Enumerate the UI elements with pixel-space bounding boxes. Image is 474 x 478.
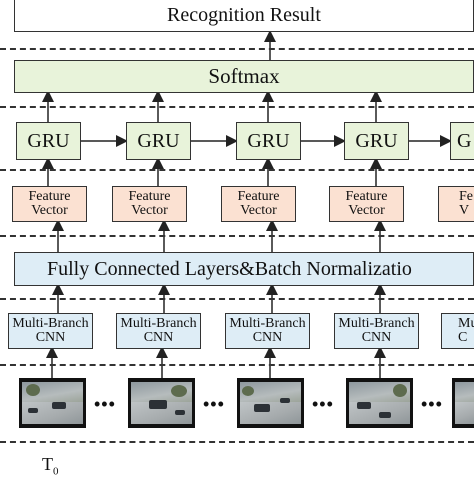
cnn-line-2: CNN: [252, 330, 283, 345]
feature-line-1: Feature: [28, 189, 71, 204]
separator-2: [0, 106, 474, 108]
video-frame-1: [19, 378, 86, 428]
gru-label: GRU: [355, 129, 398, 152]
cnn-line-1: Multi-Branch: [12, 316, 89, 331]
softmax-box: Softmax: [14, 60, 474, 93]
gru-box-4: GRU: [344, 122, 409, 160]
cnn-box-3: Multi-Branch CNN: [225, 313, 310, 349]
feature-line-2: Vector: [31, 203, 68, 218]
gru-box-2: GRU: [126, 122, 191, 160]
recognition-result-label: Recognition Result: [167, 4, 321, 26]
fully-connected-label: Fully Connected Layers&Batch Normalizati…: [47, 257, 412, 280]
separator-7: [0, 441, 474, 443]
ellipsis-3: •••: [312, 394, 334, 414]
feature-line-1: Feature: [345, 189, 388, 204]
separator-5: [0, 298, 474, 300]
cnn-line-1: Mul: [458, 316, 474, 331]
feature-line-1: Feature: [128, 189, 171, 204]
video-frame-3: [237, 378, 304, 428]
cnn-line-2: CNN: [143, 330, 174, 345]
gru-label: GRU: [27, 129, 70, 152]
cnn-line-1: Multi-Branch: [229, 316, 306, 331]
recognition-result-box: Recognition Result: [14, 0, 474, 32]
gru-box-3: GRU: [236, 122, 301, 160]
cnn-box-5: Mul C: [441, 313, 474, 349]
feature-line-2: V: [459, 203, 470, 218]
video-frame-4: [346, 378, 413, 428]
time-label-main: T: [42, 454, 53, 474]
video-frame-5: [452, 378, 474, 428]
cnn-line-1: Multi-Branch: [120, 316, 197, 331]
feature-vector-box-4: Feature Vector: [329, 186, 404, 222]
gru-box-5: G: [450, 122, 474, 160]
time-label: T0: [42, 454, 59, 478]
cnn-line-1: Multi-Branch: [338, 316, 415, 331]
gru-label: GRU: [137, 129, 180, 152]
cnn-line-2: CNN: [361, 330, 392, 345]
separator-6: [0, 364, 474, 366]
feature-line-1: Fe: [459, 189, 473, 204]
gru-label: GRU: [247, 129, 290, 152]
feature-line-2: Vector: [240, 203, 277, 218]
separator-4: [0, 235, 474, 237]
feature-vector-box-2: Feature Vector: [112, 186, 187, 222]
feature-vector-box-1: Feature Vector: [12, 186, 87, 222]
cnn-box-4: Multi-Branch CNN: [334, 313, 419, 349]
feature-line-1: Feature: [237, 189, 280, 204]
feature-line-2: Vector: [131, 203, 168, 218]
cnn-line-2: CNN: [35, 330, 66, 345]
fully-connected-bn-box: Fully Connected Layers&Batch Normalizati…: [14, 252, 474, 286]
time-label-subscript: 0: [53, 465, 59, 478]
feature-vector-box-3: Feature Vector: [221, 186, 296, 222]
ellipsis-4: •••: [421, 394, 443, 414]
cnn-box-2: Multi-Branch CNN: [116, 313, 201, 349]
feature-vector-box-5: Fe V: [438, 186, 474, 222]
gru-box-1: GRU: [16, 122, 81, 160]
feature-line-2: Vector: [348, 203, 385, 218]
ellipsis-1: •••: [94, 394, 116, 414]
gru-label: G: [457, 129, 472, 152]
softmax-label: Softmax: [208, 64, 280, 88]
ellipsis-2: •••: [203, 394, 225, 414]
separator-3: [0, 169, 474, 171]
cnn-line-2: C: [458, 330, 468, 345]
video-frame-2: [128, 378, 195, 428]
separator-1: [0, 48, 474, 50]
cnn-box-1: Multi-Branch CNN: [8, 313, 93, 349]
